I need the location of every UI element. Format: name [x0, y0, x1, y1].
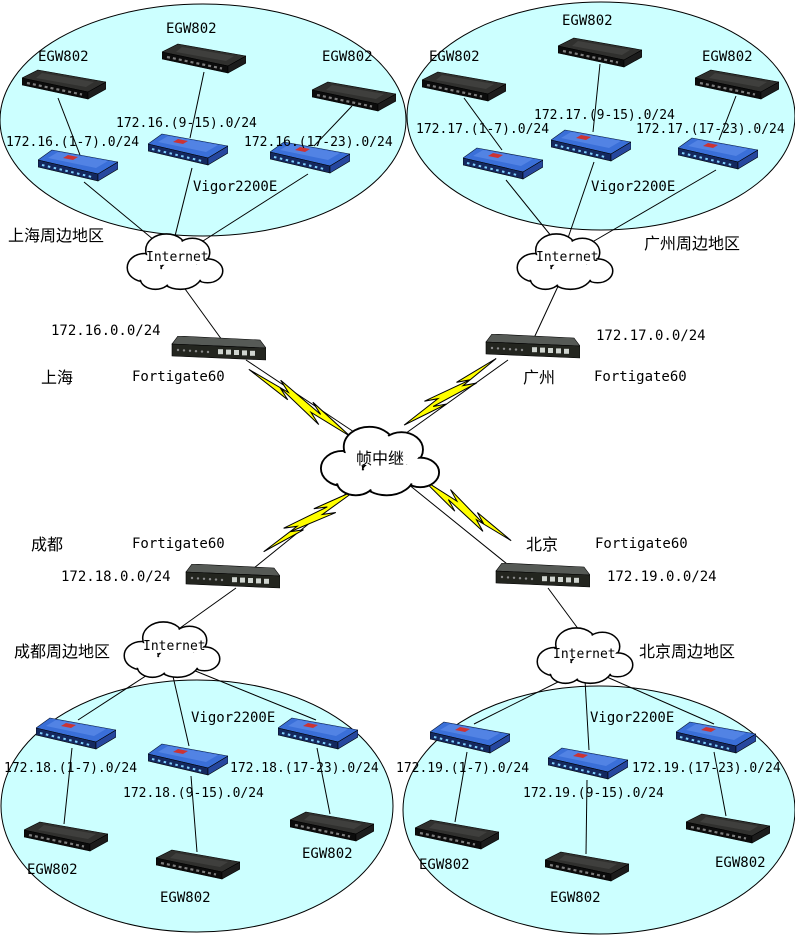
frame-relay-label: 帧中继: [356, 449, 405, 468]
subnet-label: 172.19.(17-23).0/24: [632, 761, 781, 776]
router-label: Vigor2200E: [191, 710, 276, 726]
connection-line: [713, 751, 727, 817]
wan-link-line: [407, 483, 513, 569]
connection-lines: [57, 63, 737, 855]
connection-line: [179, 281, 223, 341]
internet-label: Internet: [536, 250, 599, 265]
connection-line: [189, 71, 205, 139]
subnet-label: 172.16.(9-15).0/24: [116, 116, 257, 131]
subnet-label: 172.17.(17-23).0/24: [636, 122, 785, 137]
subnet-label: 172.16.(1-7).0/24: [6, 135, 140, 150]
lightning-link-icon: [402, 342, 499, 442]
city-label-shanghai: 上海: [41, 368, 74, 387]
wan-subnet-label: 172.16.0.0/24: [51, 323, 161, 339]
area-label-chengdu: 成都周边地区: [14, 642, 111, 661]
connection-line: [179, 587, 237, 629]
switch-label: EGW802: [702, 49, 753, 65]
connection-line: [83, 181, 161, 246]
region-ellipse-beijing: [402, 685, 795, 935]
connection-line: [57, 97, 81, 156]
area-label-beijing: 北京周边地区: [639, 642, 736, 661]
router-label: Vigor2200E: [590, 710, 675, 726]
connection-line: [313, 105, 353, 147]
switch-label: EGW802: [302, 846, 353, 862]
fortigate60-firewall-guangzhou: [485, 334, 580, 359]
internet-label: Internet: [553, 647, 616, 662]
switch-label: EGW802: [419, 857, 470, 873]
router-label: Vigor2200E: [193, 179, 278, 195]
firewall-label: Fortigate60: [595, 536, 688, 552]
wan-link-line: [245, 359, 361, 437]
connection-line: [567, 161, 595, 239]
subnet-label: 172.17.(9-15).0/24: [534, 108, 675, 123]
subnet-label: 172.18.(17-23).0/24: [230, 761, 379, 776]
subnet-label: 172.19.(1-7).0/24: [396, 761, 530, 776]
connection-line: [316, 747, 331, 815]
subnet-label: 172.18.(9-15).0/24: [123, 786, 264, 801]
subnet-label: 172.16.(17-23).0/24: [244, 135, 393, 150]
switch-label: EGW802: [562, 13, 613, 29]
city-label-beijing: 北京: [526, 535, 559, 554]
firewall-label: Fortigate60: [594, 369, 687, 385]
switch-label: EGW802: [38, 49, 89, 65]
switch-label: EGW802: [429, 49, 480, 65]
connection-line: [173, 167, 193, 241]
connection-line: [187, 667, 317, 721]
city-label-guangzhou: 广州: [523, 368, 556, 387]
connection-line: [581, 169, 717, 249]
wan-subnet-label: 172.19.0.0/24: [607, 569, 717, 585]
area-label-guangzhou: 广州周边地区: [644, 234, 741, 253]
firewall-label: Fortigate60: [132, 536, 225, 552]
firewall-label: Fortigate60: [132, 369, 225, 385]
connection-line: [585, 779, 588, 855]
connection-line: [454, 751, 468, 823]
wan-subnet-label: 172.18.0.0/24: [61, 569, 171, 585]
fortigate60-firewall-beijing: [495, 563, 590, 588]
switch-label: EGW802: [27, 862, 78, 878]
connection-line: [599, 673, 715, 725]
connection-line: [190, 775, 198, 853]
router-label: Vigor2200E: [591, 179, 676, 195]
switch-label: EGW802: [322, 49, 373, 65]
connection-line: [473, 675, 571, 725]
connection-line: [505, 179, 557, 243]
internet-label: Internet: [146, 250, 209, 265]
subnet-label: 172.17.(1-7).0/24: [416, 122, 550, 137]
fortigate60-firewall-chengdu: [185, 564, 280, 589]
lightning-link-icon: [412, 476, 521, 544]
fortigate60-firewall-shanghai: [171, 336, 266, 361]
connection-line: [718, 95, 737, 141]
area-label-shanghai: 上海周边地区: [8, 226, 105, 245]
wan-link-line: [401, 359, 509, 437]
connection-line: [463, 97, 503, 151]
subnet-label: 172.19.(9-15).0/24: [523, 786, 664, 801]
connection-line: [171, 671, 190, 747]
connection-line: [533, 281, 561, 339]
connection-line: [77, 667, 159, 721]
switch-label: EGW802: [160, 890, 211, 906]
connection-line: [584, 679, 590, 751]
connection-line: [191, 173, 309, 249]
lightning-link-icon: [239, 365, 361, 439]
wan-subnet-label: 172.17.0.0/24: [596, 328, 706, 344]
internet-label: Internet: [143, 639, 206, 654]
switch-label: EGW802: [550, 890, 601, 906]
switch-label: EGW802: [166, 21, 217, 37]
connection-line: [547, 587, 583, 635]
subnet-label: 172.18.(1-7).0/24: [4, 761, 138, 776]
connection-line: [592, 63, 601, 133]
city-label-chengdu: 成都: [31, 535, 64, 554]
connection-line: [63, 747, 73, 825]
switch-label: EGW802: [715, 855, 766, 871]
